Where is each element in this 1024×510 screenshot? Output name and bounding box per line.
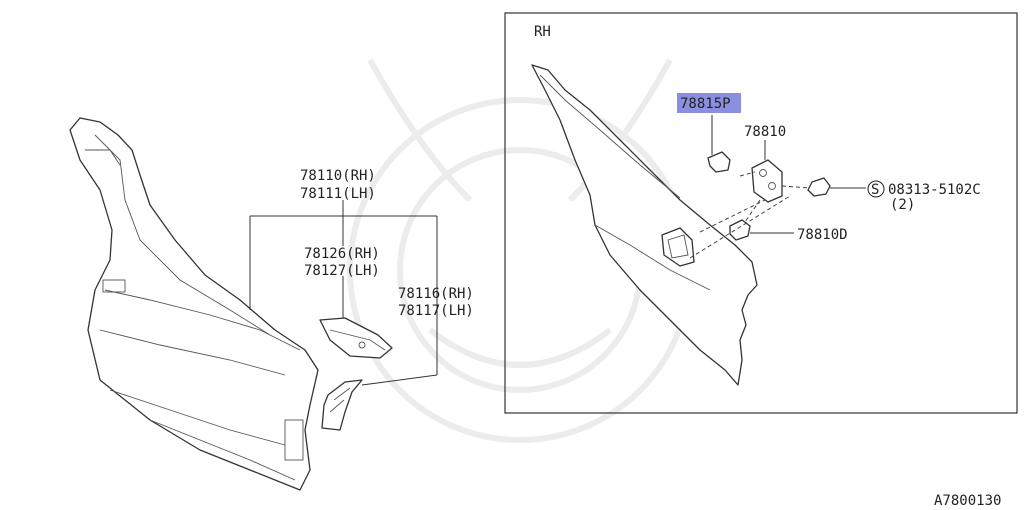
- part-label-78810d[interactable]: 78810D: [797, 227, 848, 243]
- right-leaders: [711, 115, 866, 234]
- part-label-78127[interactable]: 78127(LH): [304, 263, 380, 279]
- quarter-panel-drawing: [69, 117, 319, 491]
- part-label-78815p[interactable]: 78815P: [680, 96, 731, 112]
- diagram-code: A7800130: [934, 493, 1001, 509]
- fuel-door-panel-drawing: [531, 64, 831, 386]
- side-label: RH: [534, 24, 551, 40]
- left-leaders: [249, 200, 438, 386]
- part-label-78111[interactable]: 78111(LH): [300, 186, 376, 202]
- screw-quantity: (2): [890, 197, 915, 213]
- part-label-78117[interactable]: 78117(LH): [398, 303, 474, 319]
- part-highlight: [677, 93, 741, 113]
- detail-box: [504, 12, 1018, 414]
- part-label-08313[interactable]: 08313-5102C: [888, 182, 981, 198]
- part-label-78116[interactable]: 78116(RH): [398, 286, 474, 302]
- screw-symbol-circle: [867, 180, 885, 198]
- part-label-78110[interactable]: 78110(RH): [300, 168, 376, 184]
- part-label-78126[interactable]: 78126(RH): [304, 246, 380, 262]
- part-label-78810[interactable]: 78810: [744, 124, 786, 140]
- inner-pieces: [319, 317, 393, 431]
- screw-symbol-letter: S: [871, 182, 879, 198]
